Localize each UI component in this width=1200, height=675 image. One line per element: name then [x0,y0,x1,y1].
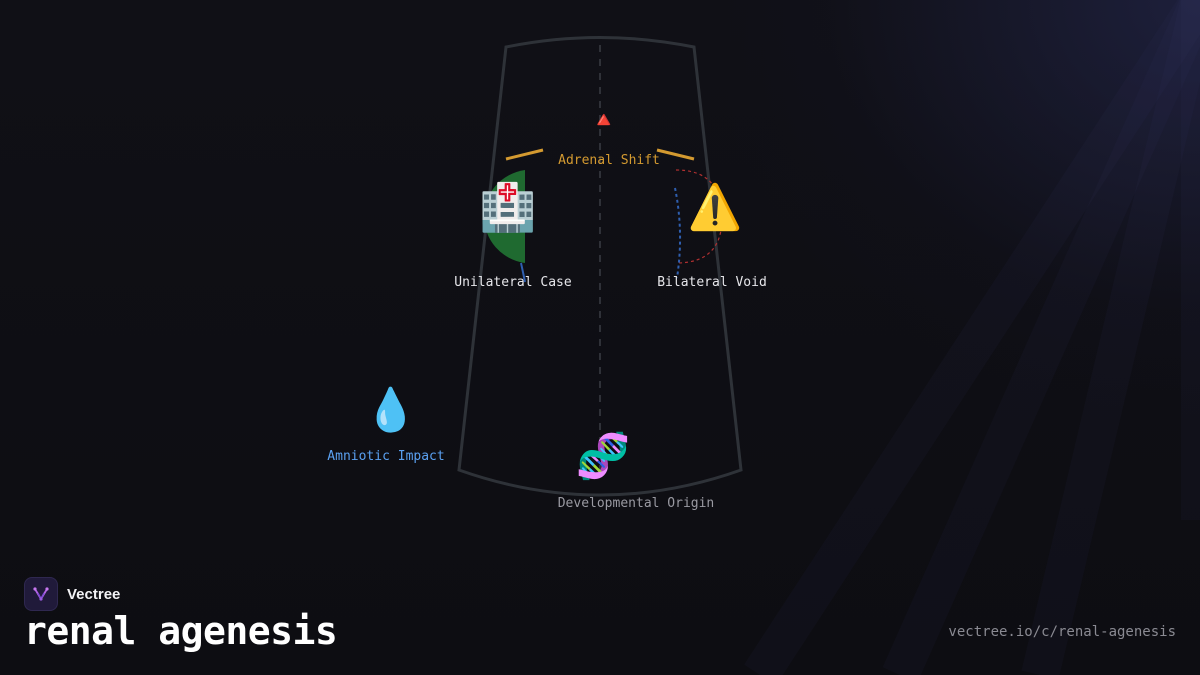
warning-icon: ⚠️ [687,182,743,233]
brand[interactable]: Vectree [24,577,120,611]
adrenal-marker-left [505,148,544,161]
amniotic-impact-label: Amniotic Impact [327,449,445,464]
adrenal-shift-label: Adrenal Shift [558,153,660,168]
adrenal-marker-right [656,148,695,161]
droplet-icon: 💧 [364,385,418,434]
hospital-icon: 🏥 [479,180,537,234]
bilateral-void-ureter [674,187,682,279]
page-url[interactable]: vectree.io/c/renal-agenesis [948,624,1176,640]
brand-name: Vectree [67,585,121,603]
red-triangle-icon: 🔺 [590,108,618,133]
dna-icon: 🧬 [575,431,631,482]
developmental-origin-label: Developmental Origin [557,496,715,511]
unilateral-ureter [520,262,526,283]
kidney-silhouette-outline [457,36,743,497]
bilateral-void-outline [675,169,723,264]
page-title: renal agenesis [24,609,338,653]
unilateral-case-label: Unilateral Case [454,275,572,290]
vectree-logo-icon [24,577,58,611]
bilateral-void-label: Bilateral Void [657,275,767,290]
unilateral-kidney-shape [483,170,525,263]
